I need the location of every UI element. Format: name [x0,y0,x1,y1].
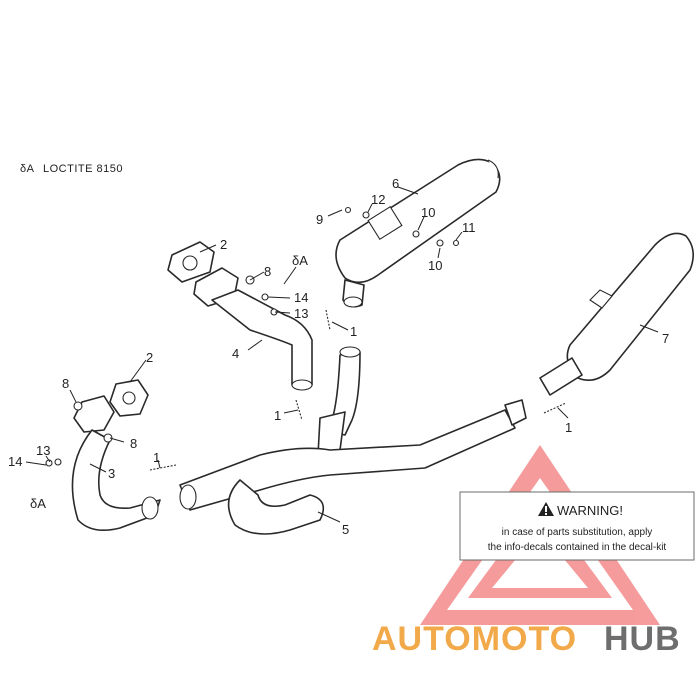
callout-14: 14 [8,454,22,469]
part-header-pipe-left [71,379,161,531]
callout-10: 10 [421,205,435,220]
callout-8: 8 [130,436,137,451]
part-muffler-lower [539,232,694,396]
callout-7: 7 [662,331,669,346]
watermark-text-primary: AUTOMOTO [372,620,577,658]
callout-9: 9 [316,212,323,227]
leader-lines [25,186,659,523]
watermark-logo: AUTOMOTO HUB [372,620,681,658]
callout-3: 3 [108,466,115,481]
warning-notice: WARNING! in case of parts substitution, … [459,491,695,561]
callout-1: 1 [565,420,572,435]
callout-8: 8 [62,376,69,391]
fastener-icon [45,206,460,467]
callout-1: 1 [274,408,281,423]
callout-10: 10 [428,258,442,273]
warning-line-2: the info-decals contained in the decal-k… [488,542,667,553]
warning-title: WARNING! [557,503,623,518]
callout-marker-a: δA [30,496,46,511]
warning-triangle-icon [538,502,554,516]
watermark-text-secondary: HUB [604,620,681,658]
callout-13: 13 [36,443,50,458]
callout-6: 6 [392,176,399,191]
warning-line-1: in case of parts substitution, apply [502,527,653,538]
callout-1: 1 [350,324,357,339]
callout-5: 5 [342,522,349,537]
callout-1: 1 [153,450,160,465]
part-muffler-upper [335,158,501,308]
callout-8: 8 [264,264,271,279]
callout-13: 13 [294,306,308,321]
legend-loctite-label: LOCTITE 8150 [43,163,123,175]
part-header-pipe-right [167,241,313,391]
callout-2: 2 [220,237,227,252]
callout-marker-a: δA [292,253,308,268]
callout-12: 12 [371,192,385,207]
callout-2: 2 [146,350,153,365]
part-collector-pipe [179,346,527,535]
callout-14: 14 [294,290,308,305]
callout-11: 11 [462,220,476,235]
spring-icon [149,309,567,471]
callout-4: 4 [232,346,239,361]
legend-loctite-mark: δA [20,163,35,175]
